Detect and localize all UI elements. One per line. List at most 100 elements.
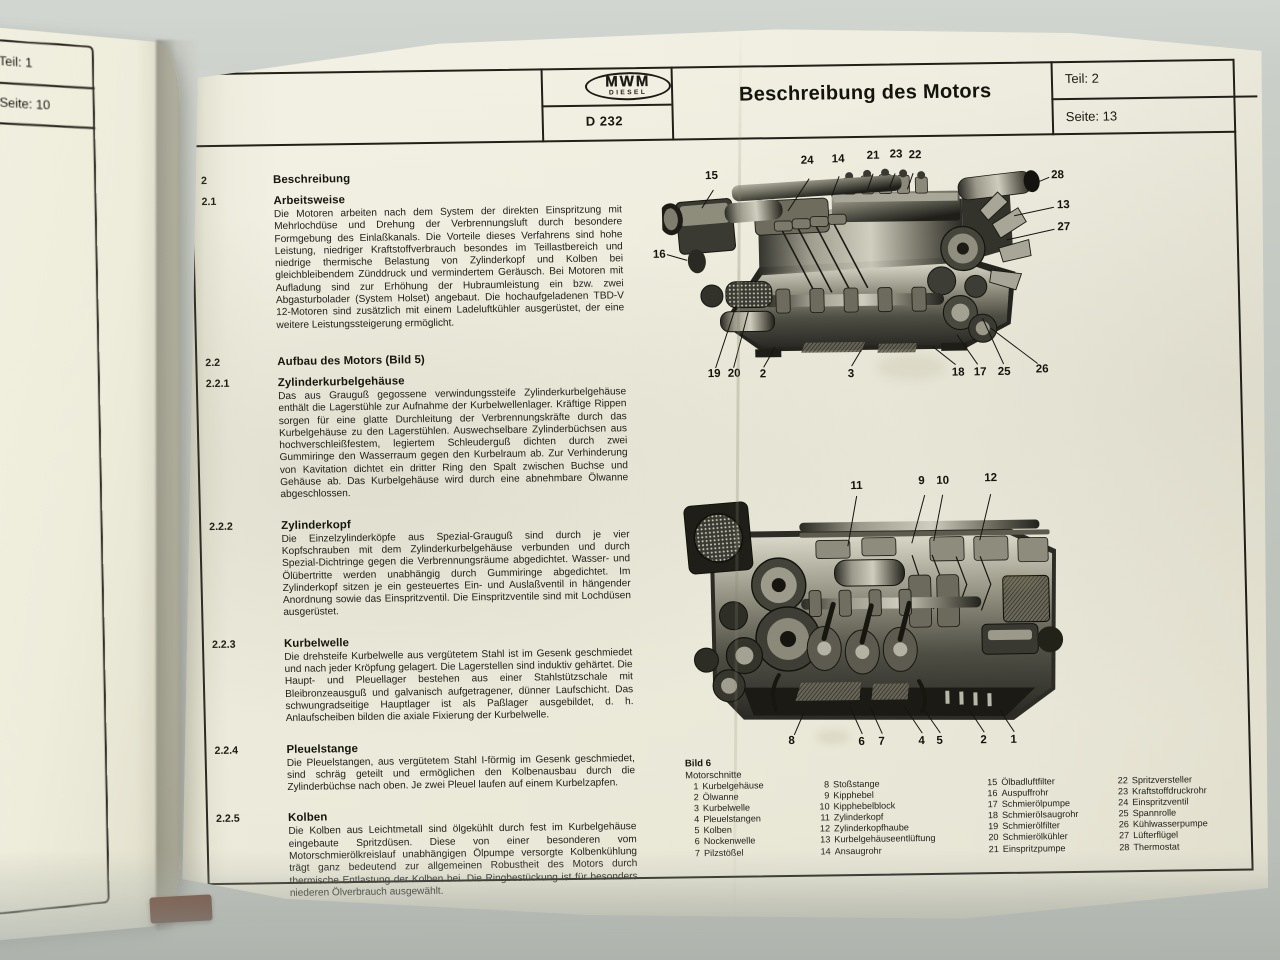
legend-number: 26 (1118, 819, 1130, 830)
section-2-2-4: 2.2.4 Pleuelstange Die Pleuelstangen, au… (214, 739, 635, 796)
legend-number: 17 (987, 799, 998, 810)
callout-number: 14 (831, 153, 845, 166)
legend-number: 6 (694, 836, 700, 847)
seite-label: Seite: 13 (1065, 108, 1118, 125)
legend-number: 20 (988, 832, 999, 843)
callout-number: 11 (850, 479, 863, 493)
callout-number: 19 (707, 367, 721, 381)
engine-illustration-bottom (683, 494, 1064, 736)
section-2-1: 2.1 Arbeitsweise Die Motoren arbeiten na… (201, 190, 624, 333)
callout-number: 4 (918, 735, 926, 748)
callout-number: 21 (866, 149, 880, 162)
left-page-header-box (0, 31, 96, 130)
section-number: 2.2.3 (211, 638, 236, 651)
callout-number: 18 (951, 366, 965, 379)
section-body: Die drehsteife Kurbelwelle aus vergütete… (284, 646, 634, 725)
callout-number: 5 (936, 734, 944, 747)
section-number: 2.2.2 (209, 520, 233, 533)
callout-number: 12 (984, 472, 998, 485)
left-page-seite-label: Seite: 10 (0, 95, 51, 113)
legend-number: 3 (693, 803, 700, 814)
engine-cutaway-figure-bottom: 11 9 10 12 8 6 7 4 5 2 1 (678, 472, 1084, 748)
section-body: Die Einzelzylinderköpfe aus Spezial-Grau… (281, 528, 632, 619)
header-hline-right (1051, 95, 1258, 101)
callout-number: 15 (704, 169, 719, 183)
engine-cutaway-figure-top: 15 24 14 21 23 22 28 13 27 26 16 19 20 2… (653, 148, 1087, 407)
document-code: D 232 (585, 113, 624, 129)
callout-number: 24 (800, 154, 814, 167)
section-body: Die Motoren arbeiten nach dem System der… (273, 204, 625, 331)
callout-number: 1 (1010, 733, 1018, 746)
callout-number: 2 (980, 734, 988, 747)
header-vline-1 (670, 66, 675, 141)
section-number: 2 (200, 175, 208, 188)
legend-number: 19 (988, 821, 999, 832)
logo-brand-subtext: DIESEL (608, 88, 648, 97)
right-page-content: MWM DIESEL D 232 Beschreibung des Motors… (183, 29, 1268, 919)
left-page: n Teil: 1 Seite: 10 umen zur Aufstellung… (0, 22, 180, 946)
body-text-column: 2 Beschreibung 2.1 Arbeitsweise Die Moto… (200, 169, 640, 919)
legend-number: 16 (987, 788, 998, 799)
right-page: MWM DIESEL D 232 Beschreibung des Motors… (182, 29, 1268, 919)
legend-number: 8 (823, 779, 830, 790)
left-page-content: n Teil: 1 Seite: 10 umen zur Aufstellung… (0, 24, 180, 946)
legend-number: 12 (819, 823, 831, 834)
callout-number: 13 (1056, 199, 1070, 212)
callout-number: 20 (727, 367, 741, 380)
callout-number: 23 (889, 148, 903, 161)
callout-number: 10 (936, 474, 950, 487)
legend-number: 5 (694, 825, 700, 836)
legend-number: 25 (1118, 808, 1129, 819)
callout-number: 22 (908, 149, 922, 162)
legend-number: 22 (1117, 775, 1128, 786)
callout-number: 9 (918, 475, 925, 488)
left-page-teil-label: Teil: 1 (0, 53, 33, 71)
legend-number: 13 (820, 834, 831, 846)
callout-number: 25 (997, 365, 1011, 379)
legend-number: 27 (1118, 830, 1130, 841)
left-page-paragraph: d von denen eine schnelle izung auf ca. … (0, 432, 99, 527)
callout-number: 7 (878, 735, 886, 748)
callout-number: 26 (1035, 363, 1049, 376)
section-body: Das aus Grauguß gegossene verwindungsste… (278, 386, 629, 501)
left-page-paragraph: ge vermindert sich z. B. bei schutzmitte… (0, 362, 96, 408)
section-number: 2.2.1 (205, 377, 230, 391)
header-logo-cell-hsplit (541, 103, 672, 108)
callout-number: 17 (973, 366, 987, 379)
page-title: Beschreibung des Motors (738, 80, 992, 106)
callout-number: 28 (1051, 169, 1065, 182)
legend-number: 4 (694, 814, 700, 825)
legend-number: 10 (819, 801, 830, 812)
callout-number: 3 (847, 368, 855, 381)
callout-number: 16 (652, 248, 666, 261)
left-page-paragraph: umen zur Aufstellung kom- lg. Das gleich… (0, 223, 96, 378)
legend-number: 15 (987, 777, 998, 788)
section-2-2-3: 2.2.3 Kurbelwelle Die drehsteife Kurbelw… (212, 633, 634, 727)
section-number: 2.2.5 (215, 813, 240, 826)
section-number: 2.2 (205, 356, 221, 370)
legend-number: 2 (693, 792, 699, 803)
legend-number: 24 (1118, 797, 1129, 808)
legend-number: 18 (987, 810, 999, 821)
mwm-logo: MWM DIESEL (584, 71, 672, 103)
legend-number: 9 (824, 790, 830, 801)
page-header-table: MWM DIESEL D 232 Beschreibung des Motors… (188, 58, 1258, 148)
section-body: Die Pleuelstangen, aus vergütetem Stahl … (286, 752, 636, 794)
callout-number: 2 (759, 368, 767, 381)
engine-illustration-top (660, 168, 1055, 369)
callout-number: 8 (788, 734, 795, 747)
legend-number: 11 (820, 812, 830, 823)
section-number: 2.1 (201, 195, 217, 209)
desk-backdrop-bottom (0, 850, 1280, 960)
teil-label: Teil: 2 (1064, 70, 1100, 87)
legend-number: 23 (1117, 786, 1129, 797)
callout-number: 6 (858, 735, 866, 749)
section-2-2-2: 2.2.2 Zylinderkopf Die Einzelzylinderköp… (209, 515, 631, 621)
